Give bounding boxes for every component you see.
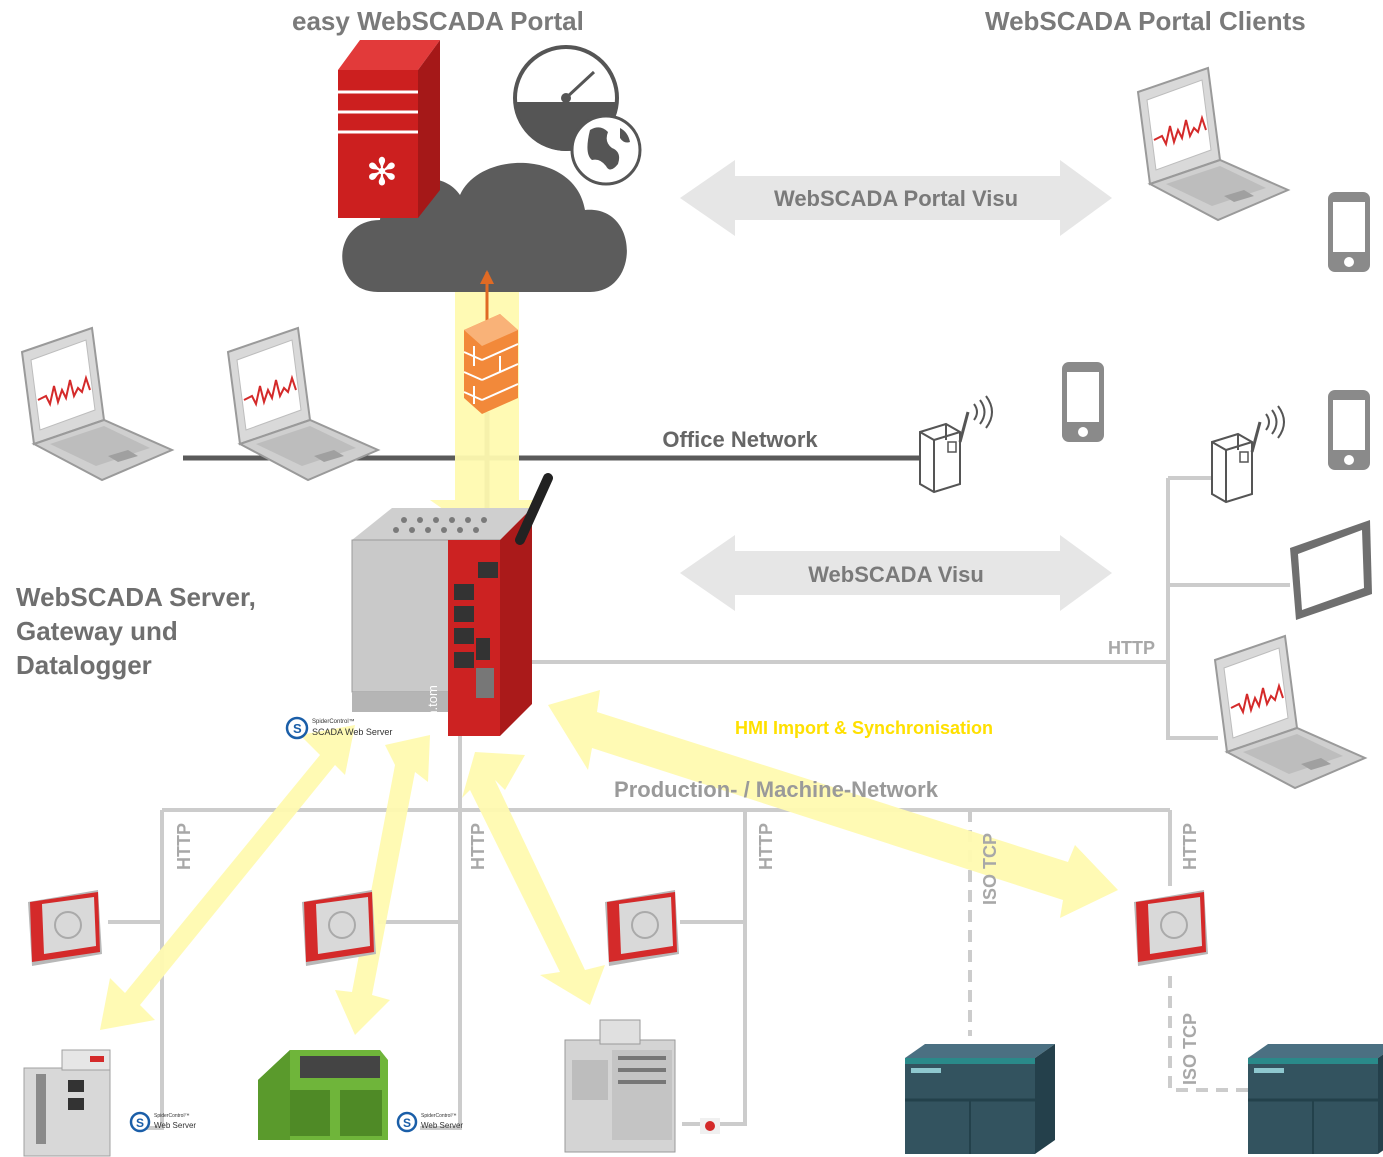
portal-visu-label: WebSCADA Portal Visu — [774, 186, 1018, 211]
iso-tcp-label-1: ISO TCP — [980, 833, 1000, 905]
hmi-panel-2-icon — [301, 889, 377, 967]
svg-text:SpiderControl™: SpiderControl™ — [154, 1113, 190, 1119]
scada-web-server-badge: S SpiderControl™ SCADA Web Server — [285, 716, 392, 740]
visu-client-tablet-icon — [1290, 520, 1372, 620]
portal-server-icon: ✻ — [338, 40, 440, 218]
iso-tcp-label-2: ISO TCP — [1180, 1013, 1200, 1085]
web-server-badge-1: S SpiderControl™ Web Server — [129, 1111, 196, 1133]
office-laptop-1-icon — [21, 327, 173, 481]
controller-3-device — [564, 1019, 720, 1153]
svg-text:S: S — [293, 721, 302, 736]
visu-access-point-icon — [1210, 404, 1286, 504]
plc-2-device — [1246, 1042, 1383, 1156]
badge-line1: SpiderControl™ — [312, 718, 355, 725]
globe-icon — [570, 114, 642, 186]
server-brand-label: com.tom — [425, 685, 440, 735]
hmi-panel-3-icon — [604, 889, 680, 967]
http-label-3: HTTP — [756, 823, 776, 870]
http-right-label: HTTP — [1108, 638, 1155, 658]
office-network-label: Office Network — [662, 427, 818, 452]
hmi-import-label: HMI Import & Synchronisation — [735, 718, 993, 738]
svg-text:SpiderControl™: SpiderControl™ — [421, 1113, 457, 1119]
svg-text:S: S — [136, 1116, 144, 1130]
web-server-badge-2: S SpiderControl™ Web Server — [396, 1111, 463, 1133]
svg-text:✻: ✻ — [366, 150, 398, 194]
http-label-4: HTTP — [1180, 823, 1200, 870]
svg-text:Web Server: Web Server — [154, 1121, 196, 1130]
http-label-1: HTTP — [174, 823, 194, 870]
office-access-point-icon — [918, 394, 994, 494]
portal-title: easy WebSCADA Portal — [292, 6, 584, 36]
portal-client-laptop-icon — [1137, 67, 1289, 221]
firewall-icon — [463, 270, 519, 414]
webscada-visu-label: WebSCADA Visu — [808, 562, 984, 587]
plc-1-device — [903, 1042, 1057, 1156]
controller-1-device — [23, 1049, 111, 1157]
controller-2-device — [258, 1050, 388, 1140]
office-phone-icon — [1062, 362, 1104, 442]
svg-text:S: S — [403, 1116, 411, 1130]
svg-text:Web Server: Web Server — [421, 1121, 463, 1130]
production-network-label: Production- / Machine-Network — [614, 777, 939, 802]
server-title: WebSCADA Server, Gateway und Datalogger — [16, 582, 256, 680]
visu-client-phone-icon — [1328, 390, 1370, 470]
badge-line2: SCADA Web Server — [312, 727, 392, 737]
webscada-server-device: com.tom — [351, 473, 553, 736]
hmi-panel-1-icon — [27, 889, 103, 967]
http-label-2: HTTP — [468, 823, 488, 870]
portal-clients-title: WebSCADA Portal Clients — [985, 6, 1306, 36]
portal-client-phone-icon — [1328, 192, 1370, 272]
visu-client-laptop-icon — [1214, 635, 1366, 789]
hmi-panel-4-icon — [1133, 889, 1209, 967]
